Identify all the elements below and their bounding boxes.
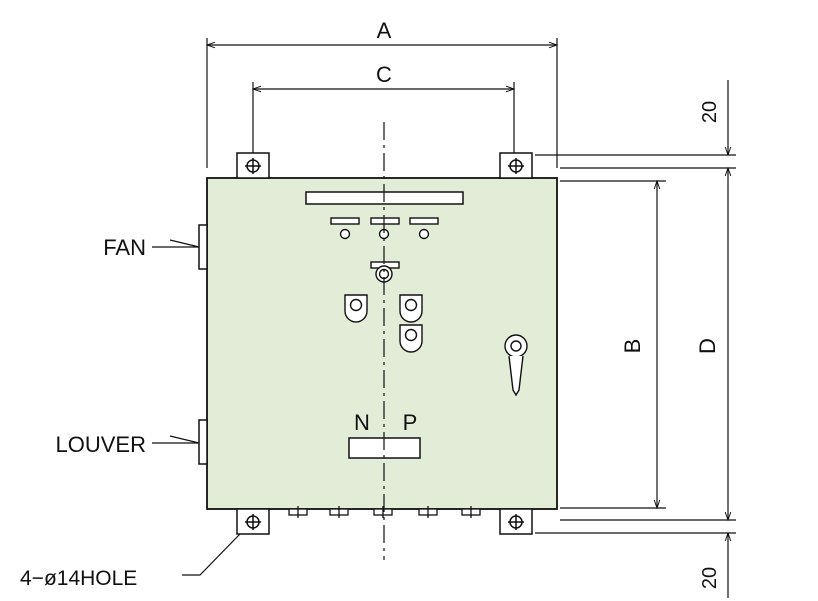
dim-b-label: B [620,339,645,354]
cable-glands [288,506,481,518]
fan-leader [152,239,200,248]
mounting-tab-top-left [236,152,270,179]
hole-label: 4−ø14HOLE [20,567,137,590]
hole-leader [182,533,241,576]
dimension-a [207,38,557,168]
louver-leader [152,435,200,444]
dim-c-label: C [376,62,392,87]
louver-label: LOUVER [56,432,146,457]
fan-unit [198,224,208,270]
dimension-top-20 [535,80,736,155]
dim-bottom-20-label: 20 [699,567,721,589]
push-buttons [344,294,423,353]
dim-d-label: D [695,338,720,354]
mounting-tab-bottom-left [236,508,270,535]
dimension-bottom-20 [535,533,736,598]
terminal-n-label: N [354,410,370,435]
dimension-d [560,168,736,520]
dimension-c [253,82,514,155]
door-handle [504,334,528,397]
louver-unit [198,419,208,465]
terminal-p-label: P [403,410,418,435]
selector-switch [370,261,400,283]
dim-a-label: A [377,18,392,43]
indicator-lamps [330,217,439,240]
dim-top-20-label: 20 [699,101,721,123]
panel-body [206,177,558,510]
mounting-tab-top-right [499,152,533,179]
dimension-b [560,181,666,508]
fan-label: FAN [103,235,146,260]
mounting-tab-bottom-right [499,508,533,535]
